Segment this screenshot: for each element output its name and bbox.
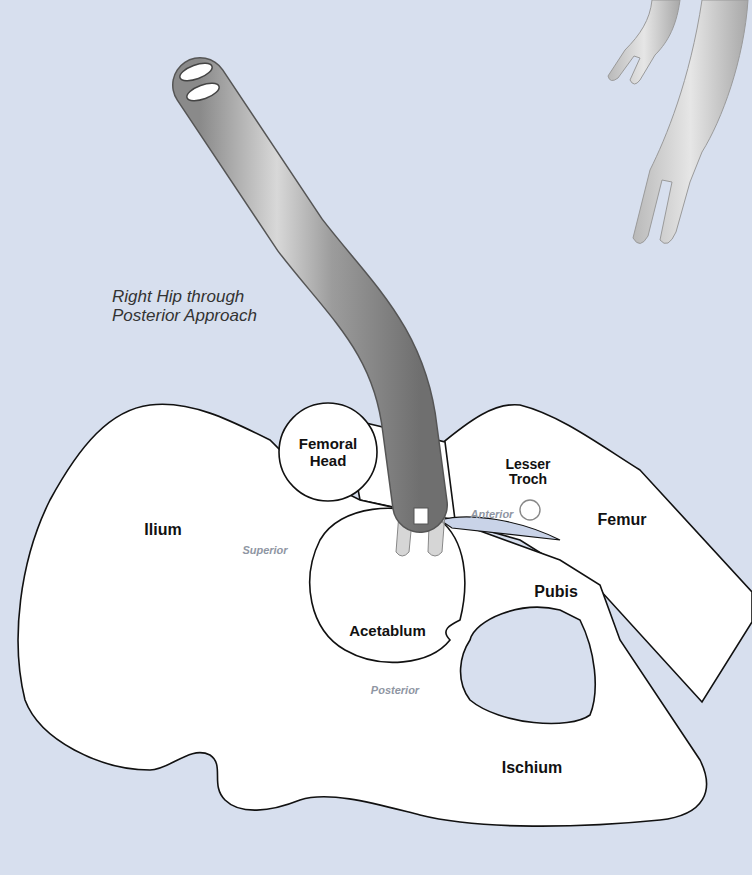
lesser-trochanter — [520, 500, 540, 520]
obturator-foramen — [461, 607, 596, 723]
retractor-hole — [185, 80, 222, 105]
direction-label: Anterior — [471, 508, 514, 520]
bone-name: Ilium — [144, 521, 181, 539]
figure-title: Right Hip through Posterior Approach — [112, 288, 312, 325]
bone-name: Ischium — [502, 759, 562, 777]
landmark-name: Lesser Troch — [497, 457, 559, 488]
bone-name: Femur — [598, 511, 647, 529]
instrument-tip — [633, 0, 748, 244]
bone-name: Pubis — [534, 583, 578, 601]
part-name: Femoral Head — [291, 435, 365, 470]
retractor-hole — [178, 60, 215, 85]
direction-label: Posterior — [371, 684, 419, 696]
instrument-tip — [608, 0, 680, 84]
anterior-rim — [440, 517, 560, 540]
femoral-head: Femoral Head — [278, 402, 378, 502]
acetabulum-outline — [300, 500, 475, 675]
retractor-notch — [414, 508, 428, 524]
direction-label: Superior — [242, 544, 287, 556]
femoral-head-circle — [279, 403, 377, 501]
acetabulum: Acetablum — [300, 500, 475, 675]
part-name: Acetablum — [308, 622, 468, 639]
